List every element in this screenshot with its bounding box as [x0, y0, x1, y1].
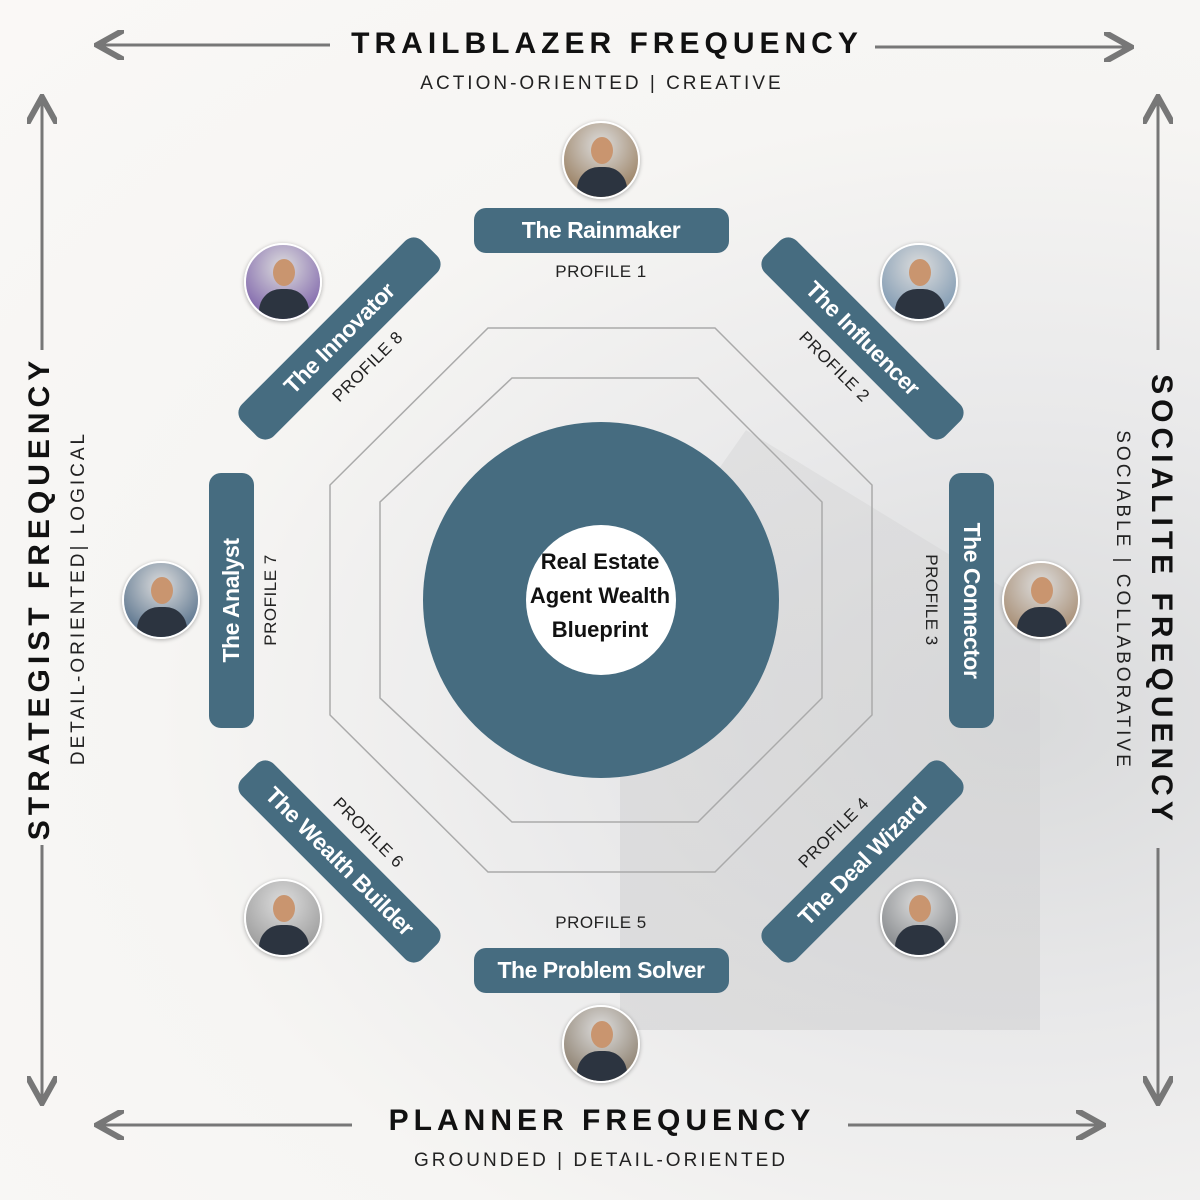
avatar-body: [1017, 607, 1067, 637]
center-inner-circle: [526, 525, 676, 675]
avatar-body: [258, 925, 309, 956]
profile-avatar-8: [243, 242, 322, 321]
avatar-body: [895, 288, 946, 319]
avatar-head: [909, 895, 932, 923]
profile-avatar-5: [562, 1005, 640, 1083]
left-axis-subtitle: DETAIL-ORIENTED| LOGICAL: [68, 430, 89, 766]
left-axis-title: STRATEGIST FREQUENCY: [23, 355, 56, 841]
avatar-head: [591, 1021, 613, 1048]
inner-octagon: [379, 377, 823, 823]
center-line-2: Agent Wealth: [529, 583, 671, 608]
avatar-head: [272, 258, 295, 286]
center-title: Real Estate Agent Wealth Blueprint: [525, 545, 675, 647]
avatar-body: [895, 925, 946, 956]
profile-banner-5: The Problem Solver: [473, 947, 729, 993]
profile-avatar-7: [122, 561, 200, 639]
profile-avatar-2: [880, 242, 959, 321]
profile-banner-3: The Connector: [948, 472, 994, 728]
avatar-body: [577, 1051, 627, 1081]
profile-avatar-3: [1002, 561, 1080, 639]
profile-label-1: PROFILE 1: [555, 262, 647, 281]
avatar-head: [591, 137, 613, 164]
avatar-head: [272, 895, 295, 923]
profile-label-7: PROFILE 7: [261, 554, 280, 646]
profile-avatar-6: [243, 879, 322, 958]
profile-banner-7: The Analyst: [208, 472, 254, 728]
outer-octagon: [329, 327, 873, 873]
top-axis-subtitle: ACTION-ORIENTED | CREATIVE: [420, 73, 784, 94]
avatar-body: [137, 607, 187, 637]
avatar-body: [577, 167, 627, 197]
avatar-head: [909, 258, 932, 286]
avatar-head: [1031, 577, 1053, 604]
bottom-axis-title: PLANNER FREQUENCY: [388, 1104, 816, 1137]
center-line-1: Real Estate: [540, 549, 660, 574]
right-axis-title: SOCIALITE FREQUENCY: [1145, 374, 1178, 826]
profile-banner-1: The Rainmaker: [473, 207, 729, 253]
bottom-axis-subtitle: GROUNDED | DETAIL-ORIENTED: [414, 1150, 788, 1171]
avatar-head: [151, 577, 173, 604]
avatar-body: [258, 288, 309, 319]
center-line-3: Blueprint: [551, 617, 649, 642]
profile-label-5: PROFILE 5: [555, 913, 647, 932]
profile-label-3: PROFILE 3: [922, 554, 941, 646]
right-axis-subtitle: SOCIABLE | COLLABORATIVE: [1112, 430, 1133, 770]
profile-avatar-1: [562, 121, 640, 199]
profile-avatar-4: [880, 879, 959, 958]
top-axis-title: TRAILBLAZER FREQUENCY: [351, 27, 863, 60]
